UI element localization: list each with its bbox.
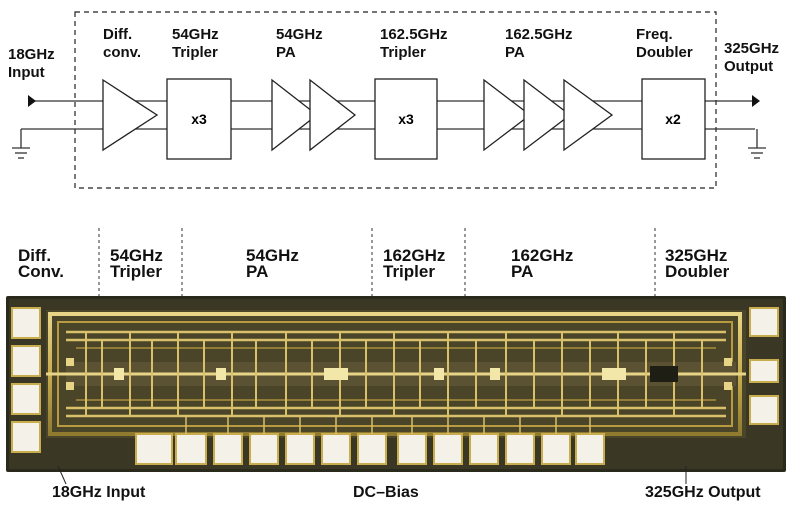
input-port-icon (28, 95, 36, 107)
caption-output: 325GHz Output (645, 484, 761, 502)
pa-162-amp-icon (524, 80, 570, 150)
caption-input: 18GHz Input (52, 484, 145, 502)
dc-bias-pad (322, 434, 350, 464)
section-dividers (0, 228, 792, 298)
dc-bias-pad (470, 434, 498, 464)
die-pad (12, 346, 40, 376)
dc-bias-pad (136, 434, 172, 464)
dc-bias-pad (542, 434, 570, 464)
stage-label-doubler: Freq.Doubler (636, 26, 693, 62)
pa-54-amp-icon (310, 80, 355, 150)
dc-bias-pad (398, 434, 426, 464)
dc-bias-pad (286, 434, 314, 464)
ground-symbol-icon (12, 148, 30, 158)
pa-162-amp-icon (564, 80, 612, 150)
ground-symbol-icon (748, 148, 766, 158)
dc-bias-pad (434, 434, 462, 464)
dc-bias-pad (576, 434, 604, 464)
die-pad (750, 308, 778, 336)
diff-converter-amp-icon (103, 80, 157, 150)
tripler-54-box-label: x3 (191, 111, 207, 127)
doubler-box-label: x2 (665, 111, 681, 127)
dc-bias-pad (214, 434, 242, 464)
dc-bias-pad (250, 434, 278, 464)
output-port-icon (752, 95, 760, 107)
die-pad (750, 360, 778, 382)
caption-dc-bias: DC–Bias (353, 484, 419, 502)
tripler-162-box-label: x3 (398, 111, 414, 127)
pa-162-amp-icon (484, 80, 530, 150)
die-pad (750, 396, 778, 424)
die-pad (12, 308, 40, 338)
dc-bias-pad (506, 434, 534, 464)
die-photo (6, 296, 786, 472)
dc-bias-pad (358, 434, 386, 464)
dc-bias-pad (176, 434, 206, 464)
die-pad (12, 384, 40, 414)
stage-label-diff-conv: Diff.conv. (103, 26, 141, 62)
input-leader-line (58, 466, 66, 484)
die-pad (12, 422, 40, 452)
